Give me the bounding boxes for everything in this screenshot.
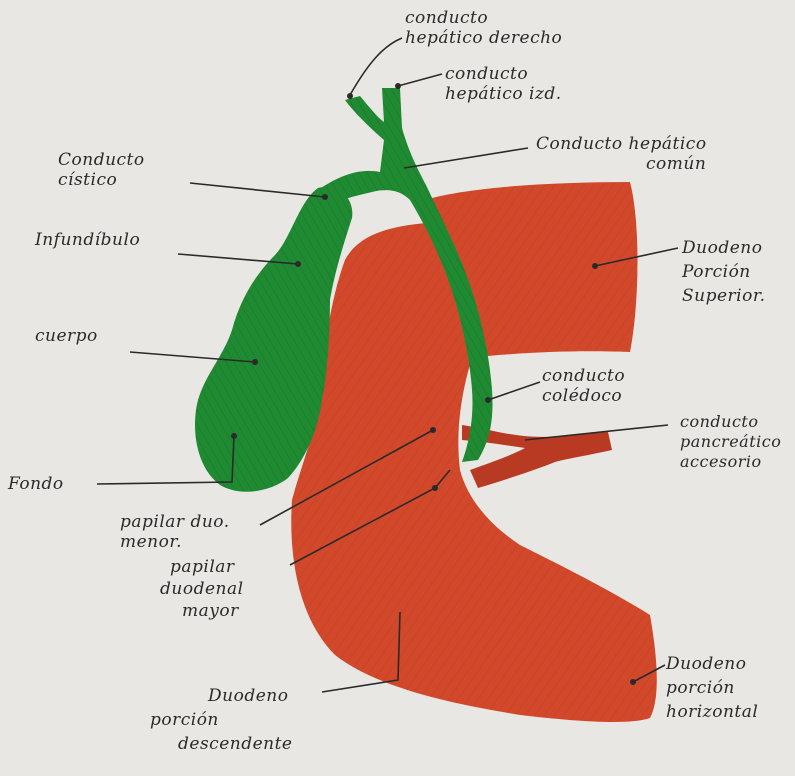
leader-hepatico-comun — [404, 148, 528, 168]
label-cuerpo: cuerpo — [35, 326, 98, 346]
label-duodeno-porcion-superior: Duodeno Porción Superior. — [682, 236, 766, 308]
leader-hepatico-izq — [398, 74, 442, 86]
label-papila-duodenal-menor: papilar duo. menor. — [120, 512, 230, 552]
label-duodeno-porcion-horizontal: Duodeno porción horizontal — [666, 652, 758, 724]
label-conducto-pancreatico-accesorio: conducto pancreático accesorio — [680, 412, 781, 472]
label-infundibulo: Infundíbulo — [35, 230, 140, 250]
leader-coledoco — [488, 382, 540, 400]
label-conducto-coledoco: conducto colédoco — [542, 366, 625, 406]
label-fondo: Fondo — [8, 474, 64, 494]
label-conducto-hepatico-izq: conducto hepático izd. — [445, 64, 562, 104]
label-conducto-hepatico-comun: Conducto hepático común — [536, 134, 707, 174]
label-papila-duodenal-mayor: papilar duodenal mayor — [152, 556, 244, 622]
label-conducto-hepatico-derecho: conducto hepático derecho — [405, 8, 562, 48]
leader-hepatico-derecho — [350, 38, 402, 95]
label-conducto-cistico: Conducto cístico — [58, 150, 145, 190]
label-duodeno-porcion-descendente: Duodeno porción descendente — [150, 684, 292, 756]
leader-cistico — [190, 183, 325, 197]
